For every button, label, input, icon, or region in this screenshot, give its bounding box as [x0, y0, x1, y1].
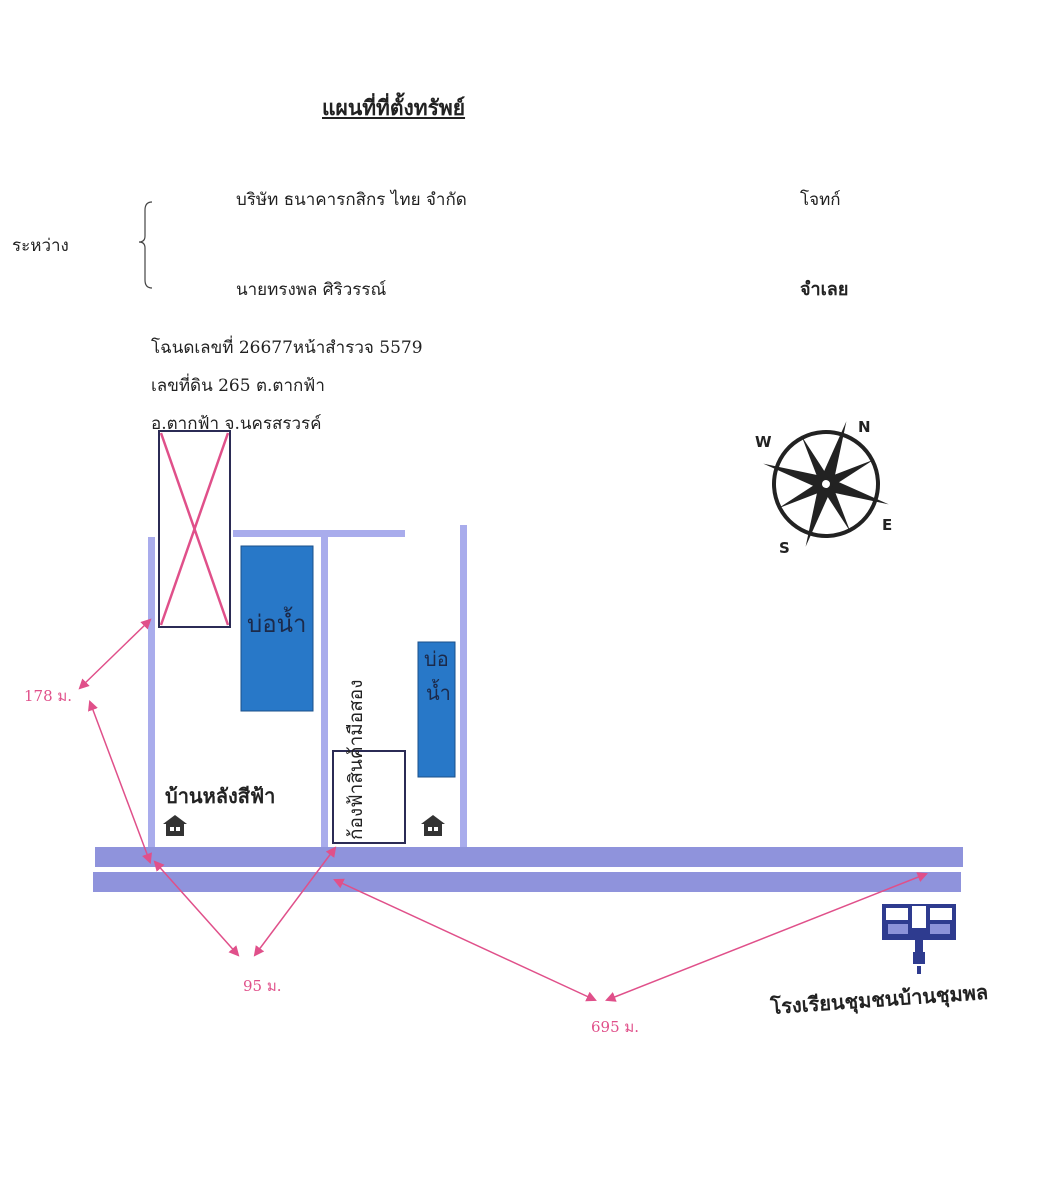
deed-line-1: โฉนดเลขที่ 26677หน้าสำรวจ 5579 [151, 338, 423, 358]
deed-line-2: เลขที่ดิน 265 ต.ตากฟ้า [151, 376, 325, 396]
distance-arrows [78, 618, 928, 1002]
distance-178: 178 ม. [24, 687, 72, 705]
between-label: ระหว่าง [12, 236, 69, 256]
distance-695: 695 ม. [591, 1018, 639, 1036]
defendant-name: นายทรงพล ศิริวรรณ์ [236, 280, 387, 300]
compass-e: E [882, 516, 892, 534]
blue-house-label: บ้านหลังสีฟ้า [165, 784, 275, 808]
pond-large [240, 545, 314, 712]
page-title: แผนที่ที่ตั้งทรัพย์ [322, 95, 466, 120]
pond-small-label-1: บ่อ [424, 647, 449, 671]
pond-large-label: บ่อน้ำ [247, 606, 307, 638]
shop-building [332, 750, 406, 844]
side-road-middle [321, 531, 328, 847]
school-label: โรงเรียนชุมชนบ้านชุมพล [769, 980, 989, 1020]
side-road-top [233, 530, 405, 537]
compass-n: N [858, 418, 871, 436]
main-road-lower [93, 872, 961, 892]
pond-small-label-2: น้ำ [426, 679, 451, 705]
compass-s: S [779, 539, 790, 557]
plaintiff-name: บริษัท ธนาคารกสิกร ไทย จำกัด [236, 190, 467, 210]
compass-rose-icon [763, 421, 889, 547]
subject-plot [158, 430, 231, 628]
deed-line-3: อ.ตากฟ้า จ.นครสรวรค์ [151, 414, 322, 434]
defendant-role: จำเลย [800, 279, 849, 300]
side-road-left [148, 537, 155, 847]
main-road-upper [95, 847, 963, 867]
compass-w: W [755, 433, 772, 451]
party-bracket [138, 201, 153, 289]
school-icon [882, 904, 956, 974]
house-icon [421, 815, 445, 836]
pond-small [417, 641, 456, 778]
distance-95: 95 ม. [243, 977, 282, 995]
side-road-right [460, 525, 467, 847]
house-icon [163, 815, 187, 836]
shop-label: ก้องฟ้าสินค้ามือสอง [345, 680, 367, 841]
plaintiff-role: โจทก์ [800, 190, 841, 210]
